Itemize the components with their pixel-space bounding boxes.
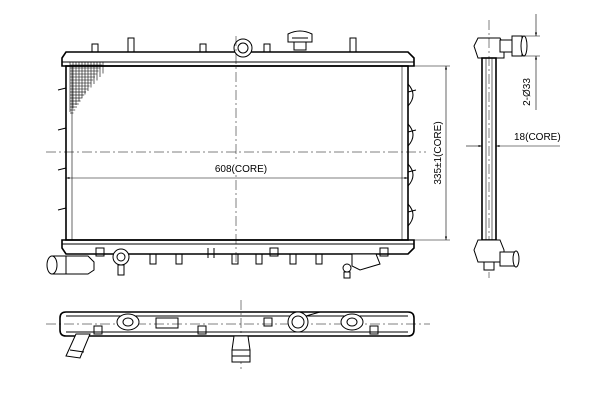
drain-plug [112,248,130,276]
top-tank [61,37,415,67]
radiator-core [57,65,417,241]
outlet-pipe [46,255,95,275]
front-view: 608(CORE) 335±1(CORE) [46,30,450,279]
bottom-right-fitting [342,253,381,279]
core-width-label: 608(CORE) [215,164,267,175]
side-view: 2-Ø33 18(CORE) [466,14,561,278]
bottom-view [46,300,430,372]
core-height-label: 335±1(CORE) [433,121,444,184]
fin-hatch [69,61,104,114]
core-height-dimension: 335±1(CORE) [408,65,450,241]
top-inlet-pipe [233,38,253,58]
radiator-cap [287,30,313,51]
pipe-diameter-label: 2-Ø33 [522,78,533,106]
core-thickness-label: 18(CORE) [514,132,561,143]
core-width-dimension: 608(CORE) [66,161,408,180]
